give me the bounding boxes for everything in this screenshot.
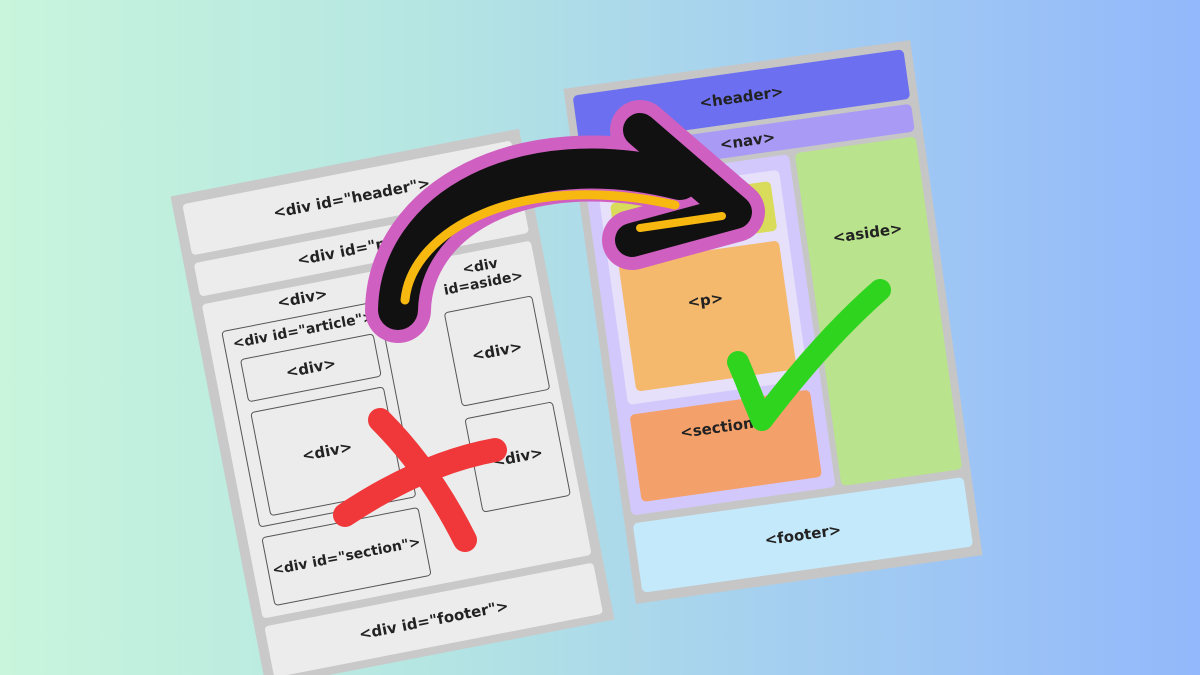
- p-block: <p>: [618, 240, 797, 392]
- div-aside-child-2: <div>: [464, 401, 571, 513]
- div-layout-card: <div id="header"> <div id="nav"> <div> <…: [170, 128, 615, 675]
- div-article-block: <div id="article"> <div> <div>: [221, 300, 417, 528]
- div-aside-child-1: <div>: [443, 295, 551, 407]
- div-article-child-2: <div>: [250, 386, 404, 517]
- semantic-layout-card: <header> <nav> <img> <p> <section> <asid…: [563, 40, 983, 604]
